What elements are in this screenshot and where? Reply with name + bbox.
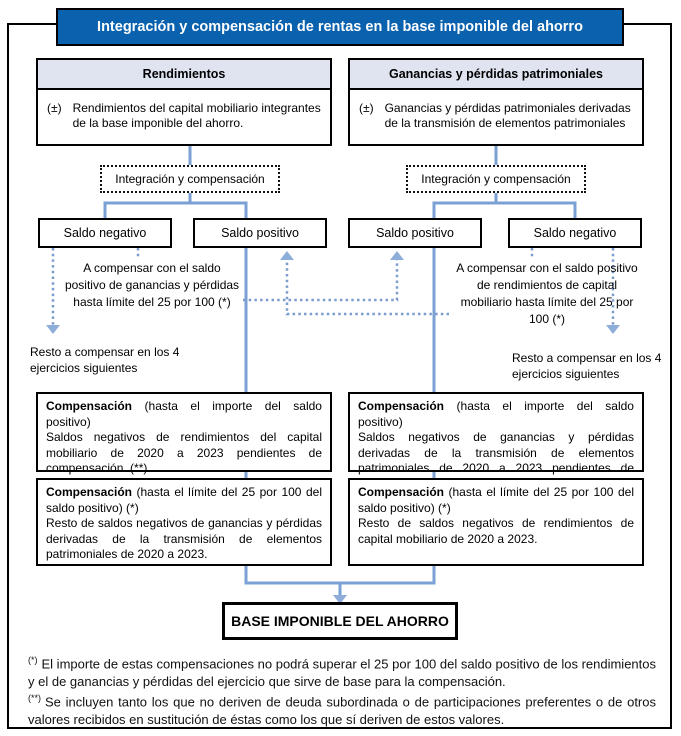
left-compensation-box-1: Compensación (hasta el importe del saldo… — [36, 392, 332, 475]
right-integration-box: Integración y compensación — [406, 165, 586, 193]
comp-scope: (hasta el importe del saldo positivo) — [46, 399, 322, 429]
footnote-2: (**)Se incluyen tanto los que no deriven… — [28, 690, 656, 728]
comp-title: Compensación — [46, 485, 133, 499]
comp-scope: (hasta el límite del 25 por 100 del sald… — [358, 485, 634, 515]
arrow-rest-left — [46, 325, 60, 334]
arrow-cross-to-left-positive — [280, 251, 294, 260]
right-rest-note: Resto a compensar en los 4 ejercicios si… — [512, 351, 662, 381]
left-positive-balance-box: Saldo positivo — [193, 218, 327, 248]
footnote-2-text: Se incluyen tanto los que no deriven de … — [28, 694, 656, 727]
right-column-header: Ganancias y pérdidas patrimoniales — [350, 60, 642, 90]
comp-body: Resto de saldos negativos de rendimiento… — [358, 516, 634, 546]
page-title: Integración y compensación de rentas en … — [56, 8, 624, 46]
right-compensation-box-2: Compensación (hasta el límite del 25 por… — [348, 478, 644, 566]
comp-scope: (hasta el límite del 25 por 100 del sald… — [46, 485, 322, 515]
comp-body: Resto de saldos negativos de ganancias y… — [46, 516, 322, 561]
left-income-box: Rendimientos (±) Rendimientos del capita… — [36, 58, 332, 146]
right-positive-balance-box: Saldo positivo — [348, 218, 482, 248]
plus-minus-sign: (±) — [359, 101, 374, 115]
comp-body: Saldos negativos de rendimientos del cap… — [46, 430, 322, 475]
right-gains-box: Ganancias y pérdidas patrimoniales (±) G… — [348, 58, 644, 146]
plus-minus-sign: (±) — [47, 101, 62, 115]
left-column-description: Rendimientos del capital mobiliario inte… — [72, 101, 321, 130]
left-rest-note: Resto a compensar en los 4 ejercicios si… — [30, 345, 180, 375]
arrow-rest-right — [606, 325, 620, 334]
arrow-to-base — [333, 595, 347, 604]
footnote-1-text: El importe de estas compensaciones no po… — [28, 656, 656, 689]
left-compensate-note: A compensar con el saldo positivo de gan… — [64, 261, 240, 309]
arrow-cross-to-right-positive — [390, 251, 404, 260]
comp-title: Compensación — [46, 399, 133, 413]
right-column-description: Ganancias y pérdidas patrimoniales deriv… — [384, 101, 631, 130]
left-integration-box: Integración y compensación — [100, 165, 280, 193]
footnote-1: (*)El importe de estas compensaciones no… — [28, 652, 656, 690]
footnote-2-marker: (**) — [28, 693, 41, 703]
comp-title: Compensación — [358, 399, 445, 413]
left-negative-balance-box: Saldo negativo — [38, 218, 172, 248]
comp-title: Compensación — [358, 485, 445, 499]
right-negative-balance-box: Saldo negativo — [508, 218, 642, 248]
right-compensate-note: A compensar con el saldo positivo de ren… — [456, 261, 638, 326]
footnote-1-marker: (*) — [28, 655, 38, 665]
left-column-header: Rendimientos — [38, 60, 330, 90]
left-compensation-box-2: Compensación (hasta el límite del 25 por… — [36, 478, 332, 566]
comp-scope: (hasta el importe del saldo positivo) — [358, 399, 634, 429]
savings-tax-base-box: BASE IMPONIBLE DEL AHORRO — [222, 602, 458, 640]
right-compensation-box-1: Compensación (hasta el importe del saldo… — [348, 392, 644, 491]
